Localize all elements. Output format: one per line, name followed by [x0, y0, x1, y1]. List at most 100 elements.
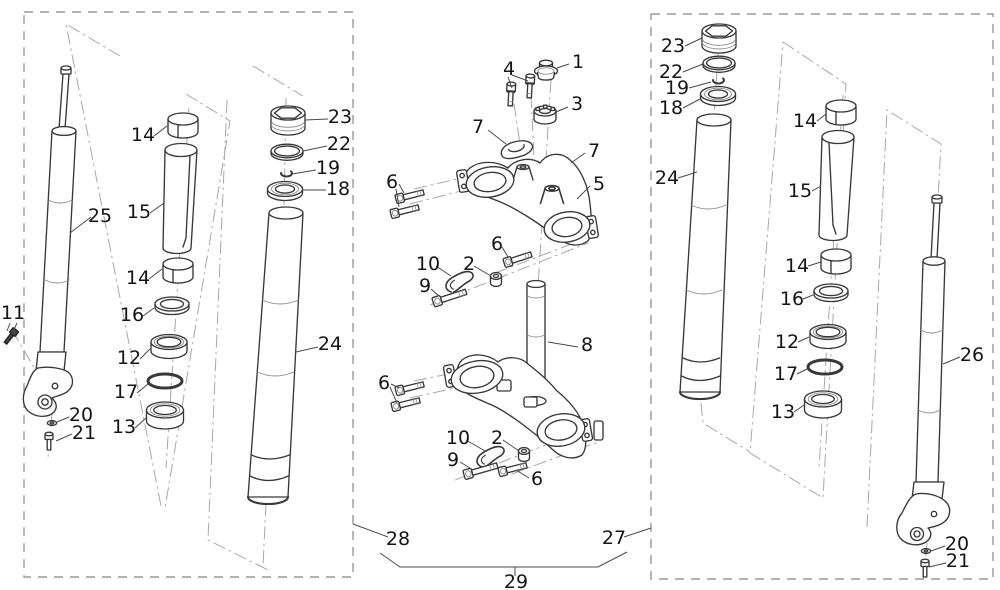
callout-13-left: 13: [112, 416, 136, 438]
callout-4: 4: [503, 58, 515, 80]
callout-7-left: 7: [472, 116, 484, 138]
callout-14-right-upper: 14: [793, 110, 817, 132]
callout-21-right: 21: [946, 550, 970, 572]
part-washer-left: [154, 296, 190, 316]
right-fork-assembly: [678, 23, 951, 578]
part-retaining-ring-left: [146, 372, 184, 390]
callout-26: 26: [960, 344, 984, 366]
callout-24-left: 24: [318, 333, 342, 355]
center-yoke-assembly: [389, 59, 604, 481]
part-bottom-yoke: [442, 354, 604, 459]
part-bushing-upper-right: [825, 99, 857, 126]
part-bushing-lower-right: [820, 248, 852, 275]
callout-5: 5: [593, 173, 605, 195]
callout-28: 28: [386, 528, 410, 550]
part-dust-seal-right: [803, 390, 843, 419]
leader-lines: [6, 37, 961, 576]
part-washer-small-right: [920, 547, 932, 555]
part-oil-seal-right: [809, 323, 847, 350]
callout-24-right: 24: [655, 167, 679, 189]
callout-10-lower: 10: [446, 427, 470, 449]
callout-2-lower: 2: [491, 427, 503, 449]
part-spacer-upper: [489, 271, 503, 288]
callout-19-left: 19: [316, 157, 340, 179]
callout-14-left-lower: 14: [126, 267, 150, 289]
callout-20-right: 20: [945, 533, 969, 555]
part-cap-oring-left: [270, 143, 304, 161]
part-seal-spacer-right: [699, 85, 737, 107]
callout-18-right: 18: [659, 97, 683, 119]
callout-11: 11: [1, 302, 25, 324]
callout-3: 3: [571, 93, 583, 115]
callout-15-left: 15: [127, 201, 151, 223]
part-washer-right: [813, 283, 849, 303]
part-stop-ring-right: [711, 77, 725, 85]
callout-7-right: 7: [588, 140, 600, 162]
callout-labels: 25 14 15 14 16 12 17 13 11 20 21 23 22 1…: [1, 35, 984, 590]
part-bolt-9-upper: [431, 286, 469, 308]
callout-6-upper: 6: [386, 171, 398, 193]
callout-25: 25: [88, 205, 112, 227]
callout-6-lower-right: 6: [531, 468, 543, 490]
callout-21-left: 21: [72, 422, 96, 444]
callout-15-right: 15: [788, 180, 812, 202]
callout-17-left: 17: [114, 381, 138, 403]
part-outer-tube-left: [246, 206, 304, 506]
part-spacer-lower: [517, 446, 531, 463]
part-top-cap-center: [533, 59, 559, 81]
part-dust-seal-left: [145, 401, 185, 430]
right-fork-boundary: [650, 13, 994, 580]
part-oil-seal-left: [150, 333, 188, 360]
callout-16-left: 16: [120, 304, 144, 326]
part-stem-nut: [533, 104, 557, 125]
part-bolt-small-left: [44, 431, 54, 451]
callout-12-right: 12: [775, 331, 799, 353]
callout-13-right: 13: [771, 401, 795, 423]
part-damper-rod-left: [22, 65, 77, 418]
callout-12-left: 12: [117, 347, 141, 369]
part-pinch-bolt-lower-a: [394, 379, 426, 397]
callout-16-right: 16: [780, 288, 804, 310]
part-outer-tube-right: [678, 113, 732, 401]
left-fork-boundary: [23, 11, 354, 578]
part-pinch-bolt-upper-b: [389, 202, 421, 220]
callout-19-right: 19: [665, 77, 689, 99]
callout-14-right-lower: 14: [785, 255, 809, 277]
part-cap-oring-right: [702, 55, 736, 73]
callout-2-upper: 2: [463, 253, 475, 275]
callout-27: 27: [602, 527, 626, 549]
part-slide-bush-right: [818, 129, 855, 242]
callout-10-upper: 10: [416, 253, 440, 275]
part-clamp-bolt-b: [524, 73, 536, 99]
callout-1: 1: [572, 51, 584, 73]
part-seal-spacer-left: [266, 180, 304, 202]
part-top-yoke: [455, 153, 600, 246]
part-damper-rod-right: [896, 194, 951, 546]
callout-22-right: 22: [659, 61, 683, 83]
part-washer-small-left: [46, 419, 58, 427]
callout-6-mid: 6: [491, 233, 503, 255]
part-bolt-9-lower: [462, 460, 500, 481]
callout-23-left: 23: [328, 106, 352, 128]
callout-17-right: 17: [774, 363, 798, 385]
callout-9-upper: 9: [419, 275, 431, 297]
part-clamp-left: [498, 137, 535, 162]
callout-22-left: 22: [327, 133, 351, 155]
callout-29: 29: [504, 571, 528, 590]
part-stop-ring-left: [279, 170, 293, 178]
callout-8: 8: [581, 334, 593, 356]
callout-14-left-upper: 14: [131, 124, 155, 146]
part-top-cap-left: [270, 105, 306, 136]
part-bolt-small-right: [920, 558, 930, 578]
left-fork-assembly: [3, 65, 306, 506]
callout-23-right: 23: [661, 35, 685, 57]
part-bushing-lower-left: [162, 257, 194, 284]
callout-20-left: 20: [69, 404, 93, 426]
callout-18-left: 18: [326, 178, 350, 200]
callout-9-lower: 9: [447, 449, 459, 471]
part-bushing-upper-left: [167, 112, 199, 139]
part-top-cap-right: [701, 23, 737, 54]
screw-11: [3, 327, 19, 345]
